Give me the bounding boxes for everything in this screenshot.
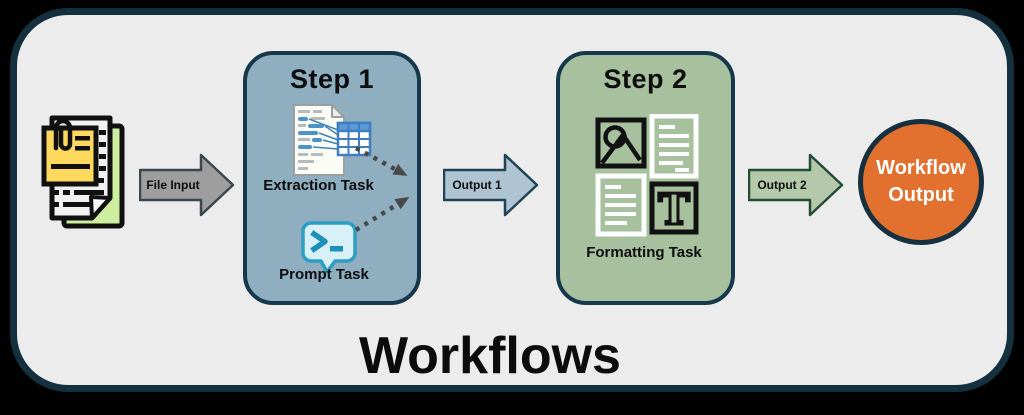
step1-title: Step 1 bbox=[289, 64, 375, 94]
output2-arrow-shape bbox=[748, 153, 844, 217]
prompt-task-label: Prompt Task bbox=[279, 266, 369, 283]
file-input-arrow-label: File Input bbox=[146, 178, 200, 192]
output1-arrow-label: Output 1 bbox=[452, 178, 502, 192]
file-input-arrow: File Input bbox=[139, 153, 235, 217]
text-doc-tile-bottom bbox=[595, 173, 647, 237]
terminal-underscore bbox=[330, 246, 343, 252]
prompt-output-connector bbox=[354, 196, 410, 232]
note-text-lines bbox=[51, 136, 90, 169]
extraction-output-connector bbox=[354, 146, 408, 176]
step2-box: Step 2 bbox=[556, 51, 735, 305]
svg-text:T: T bbox=[658, 185, 689, 234]
workflow-output-line2: Output bbox=[888, 184, 954, 206]
step2-title: Step 2 bbox=[603, 64, 688, 94]
workflow-output-line1: Workflow bbox=[876, 157, 966, 179]
doc-highlight-lines bbox=[298, 110, 325, 170]
output1-arrow-shape bbox=[443, 153, 539, 217]
workflow-output-node: Workflow Output bbox=[858, 119, 984, 245]
extraction-fan-lines bbox=[308, 118, 339, 150]
formatting-task-icon: T bbox=[595, 114, 699, 237]
document-stack-icon bbox=[41, 115, 125, 229]
extraction-task-label: Extraction Task bbox=[263, 177, 374, 194]
output2-arrow-label: Output 2 bbox=[757, 178, 807, 192]
dotted-connector-arrows bbox=[354, 146, 410, 232]
text-doc-tile-top bbox=[649, 114, 699, 179]
table-icon bbox=[336, 121, 372, 157]
step1-box: Step 1 bbox=[243, 51, 421, 305]
prompt-task-icon bbox=[301, 221, 357, 274]
output1-arrow: Output 1 bbox=[443, 153, 539, 217]
diagram-title: Workflows bbox=[359, 327, 621, 385]
paperclip-icon bbox=[53, 118, 73, 151]
letter-t-tile-icon: T bbox=[649, 181, 699, 236]
output2-arrow: Output 2 bbox=[748, 153, 844, 217]
extraction-task-icon bbox=[293, 104, 372, 176]
file-input-arrow-shape bbox=[139, 153, 235, 217]
formatting-task-label: Formatting Task bbox=[586, 244, 702, 261]
image-tile-icon bbox=[595, 117, 647, 169]
terminal-chevron bbox=[310, 230, 328, 253]
